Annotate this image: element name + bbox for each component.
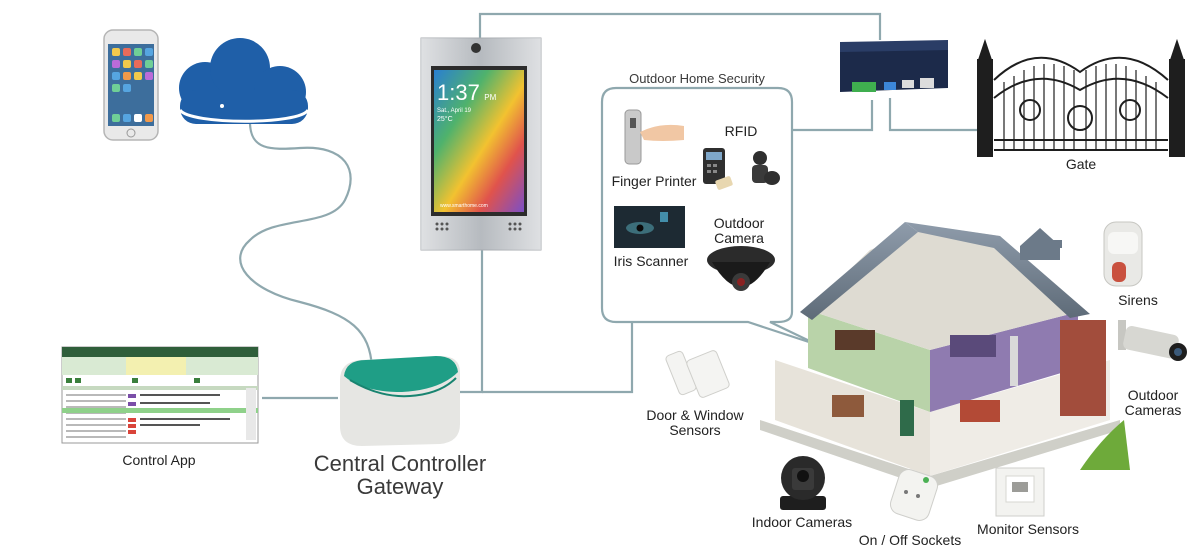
- gateway-icon: [340, 356, 460, 446]
- gate-label: Gate: [1058, 157, 1104, 172]
- tablet-time-suffix: PM: [484, 93, 496, 102]
- cloud-icon: [179, 38, 308, 124]
- tablet-temperature: 25°C: [437, 116, 521, 123]
- on-off-sockets-label: On / Off Sockets: [852, 533, 968, 548]
- indoor-cameras-label: Indoor Cameras: [744, 515, 860, 530]
- siren-icon: [1104, 222, 1142, 286]
- gateway-label-line1: Central Controller: [300, 452, 500, 475]
- gate-controller-icon: [840, 40, 948, 92]
- tablet-time: 1:37: [437, 80, 480, 105]
- door-sensor-icon: [665, 349, 731, 398]
- door-window-sensors-label: Door & Window Sensors: [640, 408, 750, 439]
- rfid-label: RFID: [714, 124, 768, 139]
- tablet-panel-icon: [421, 38, 541, 250]
- outdoor-cameras-label-line1: Outdoor: [1118, 388, 1188, 403]
- outdoor-camera-label-line2: Camera: [700, 231, 778, 246]
- security-to-gateway-line: [482, 322, 632, 392]
- outdoor-security-title: Outdoor Home Security: [602, 72, 792, 86]
- monitor-sensors-label: Monitor Sensors: [968, 522, 1088, 537]
- tablet-url: www.smarthome.com: [440, 203, 516, 209]
- outdoor-cameras-label: Outdoor Cameras: [1118, 388, 1188, 419]
- outdoor-camera-label: Outdoor Camera: [700, 216, 778, 247]
- outdoor-cameras-label-line2: Cameras: [1118, 403, 1188, 418]
- gateway-label-line2: Gateway: [300, 475, 500, 498]
- house-icon: [760, 222, 1130, 488]
- gateway-label: Central Controller Gateway: [300, 452, 500, 498]
- tablet-date: Sat., April 19: [437, 108, 521, 114]
- tablet-to-controller-line: [480, 14, 880, 40]
- door-window-label-line1: Door & Window: [640, 408, 750, 423]
- iris-scanner-icon: [614, 206, 685, 248]
- monitor-sensor-icon: [996, 468, 1044, 516]
- finger-printer-label: Finger Printer: [602, 174, 706, 189]
- indoor-camera-icon: [780, 456, 826, 510]
- door-window-label-line2: Sensors: [640, 423, 750, 438]
- sirens-label: Sirens: [1110, 293, 1166, 308]
- iris-scanner-label: Iris Scanner: [606, 254, 696, 269]
- outdoor-camera-label-line1: Outdoor: [700, 216, 778, 231]
- phone-icon: [104, 30, 158, 140]
- controller-to-gate-line: [890, 98, 978, 130]
- gate-icon: [978, 42, 1184, 156]
- security-to-controller-line: [792, 100, 872, 130]
- tablet-screen: 1:37 PM Sat., April 19 25°C: [437, 80, 521, 123]
- control-app-icon: [62, 347, 258, 443]
- bullet-camera-icon: [1118, 320, 1187, 361]
- control-app-label: Control App: [106, 453, 212, 468]
- cloud-to-gateway-cable: [240, 122, 372, 368]
